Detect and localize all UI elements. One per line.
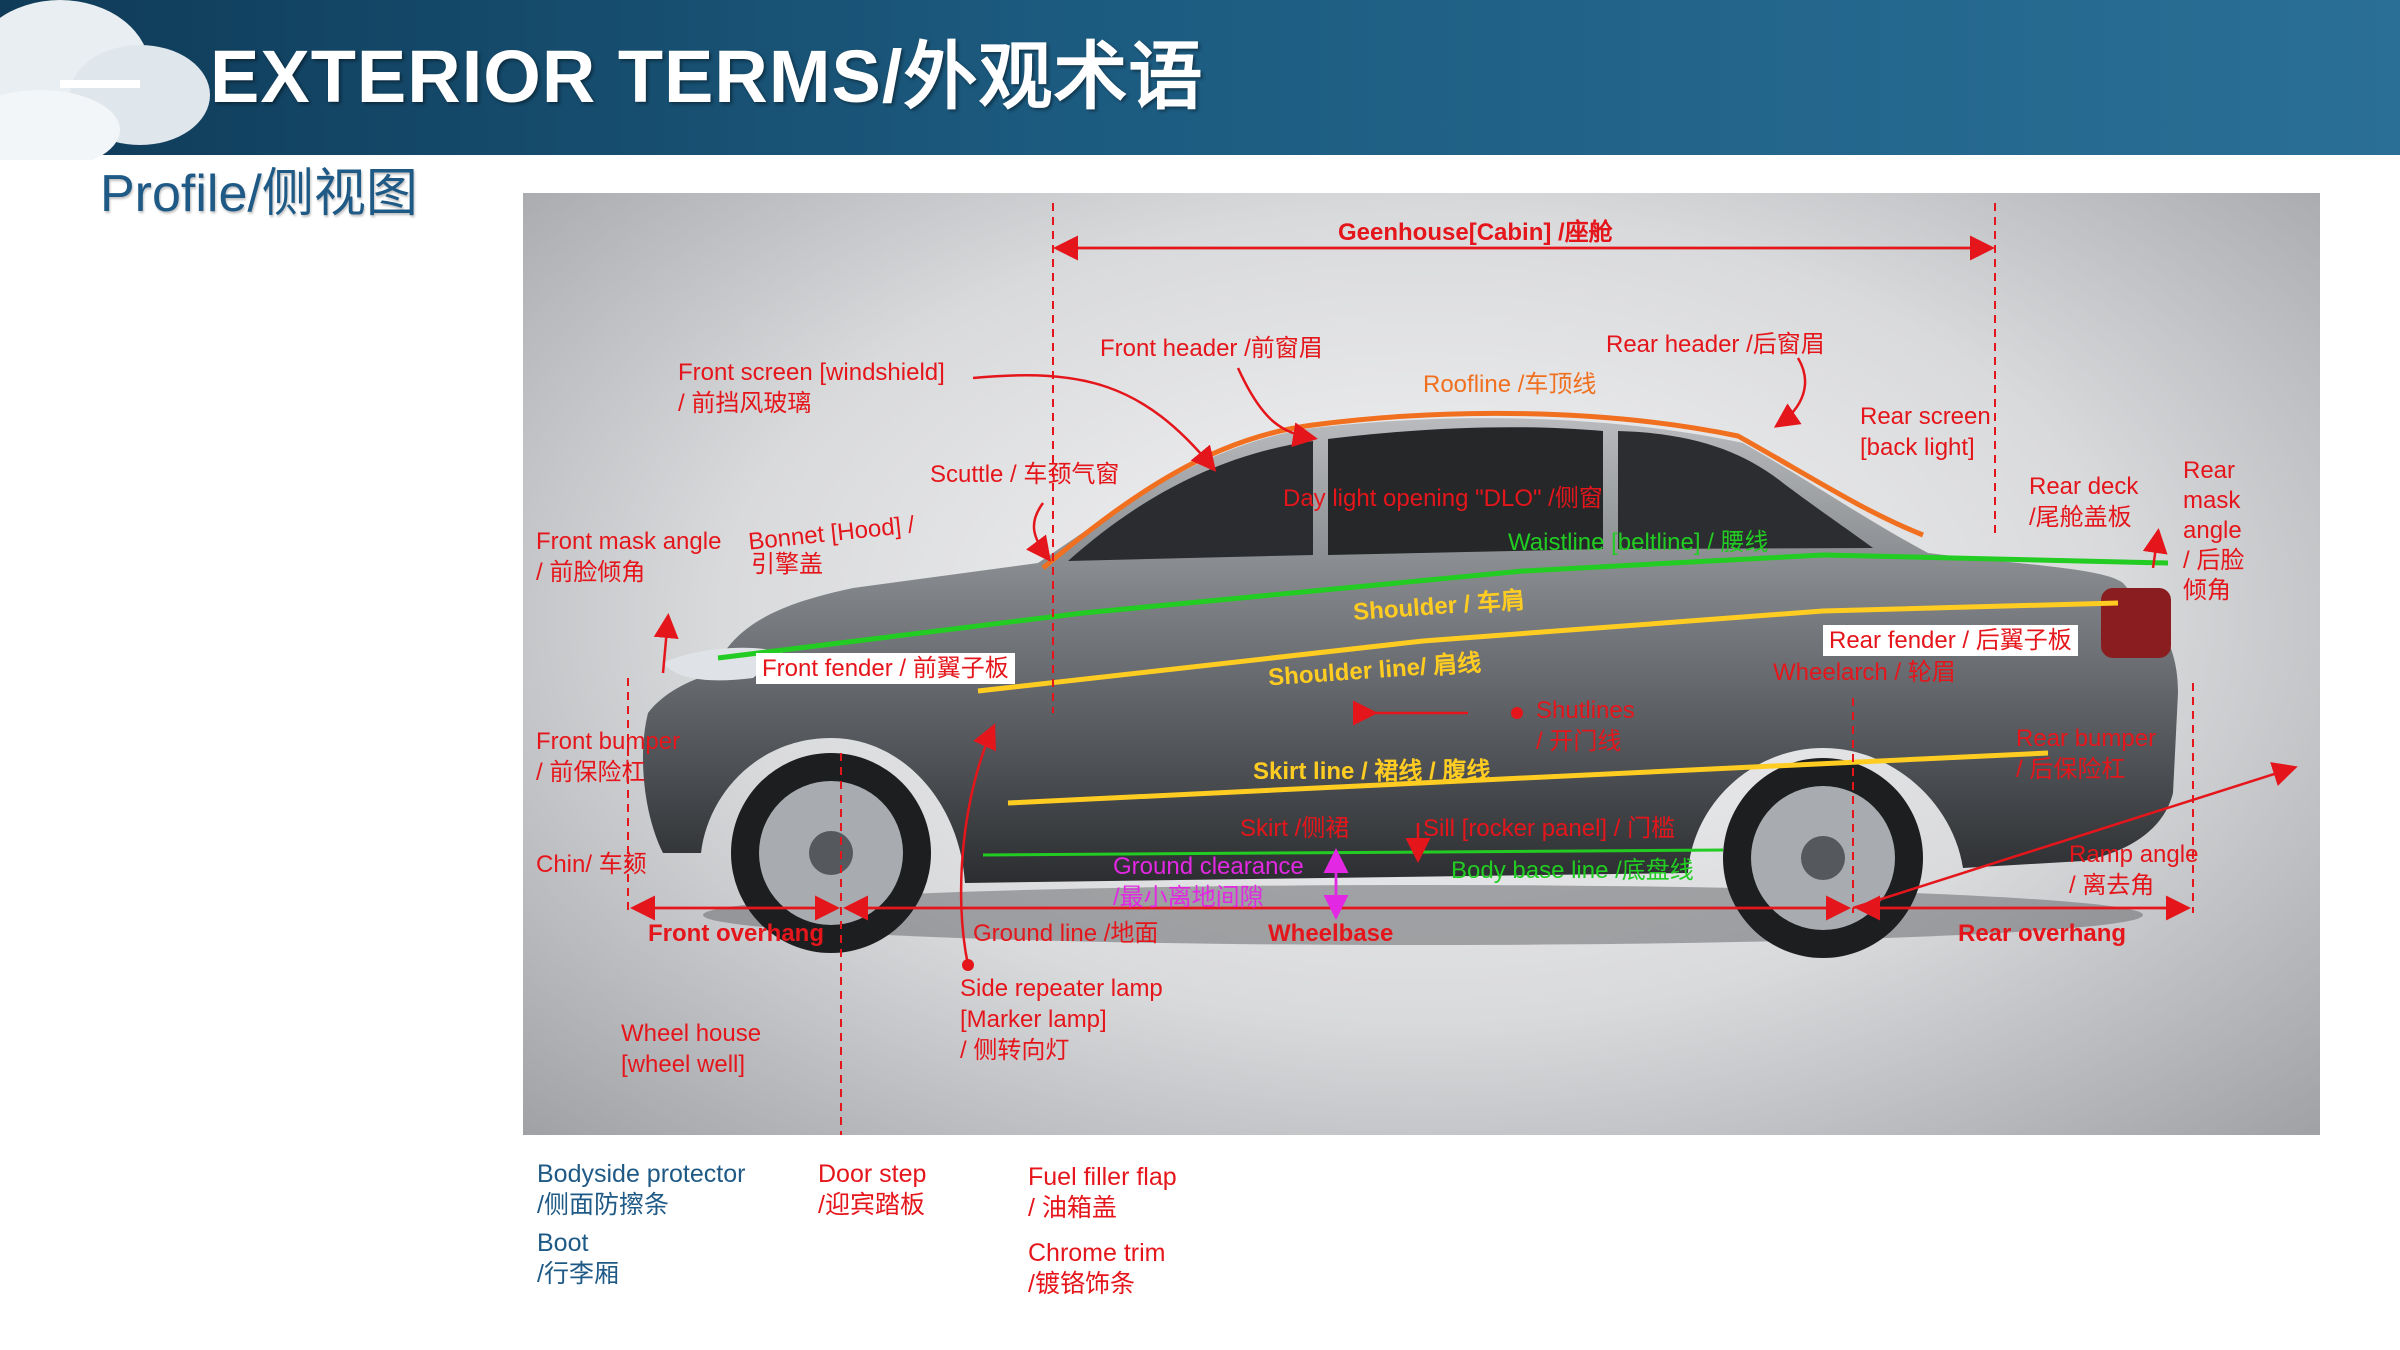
label-rear-mask-1: Rear xyxy=(2183,457,2236,484)
footer-door-step-1: Door step xyxy=(818,1160,927,1188)
label-front-overhang: Front overhang xyxy=(648,920,825,947)
label-side-repeater-2: [Marker lamp] xyxy=(960,1006,1107,1033)
footer-fuel-flap-1: Fuel filler flap xyxy=(1028,1163,1177,1191)
label-rear-header: Rear header /后窗眉 xyxy=(1606,331,1825,358)
front-header-arrow xyxy=(1236,367,1318,448)
label-front-screen-2: / 前挡风玻璃 xyxy=(678,390,812,417)
footer-bodyside-1: Bodyside protector xyxy=(537,1160,746,1188)
label-bonnet-2: 引擎盖 xyxy=(751,551,823,578)
label-front-fender: Front fender / 前翼子板 xyxy=(756,653,1015,684)
cloud-decoration-icon xyxy=(0,0,210,160)
label-rear-deck-1: Rear deck xyxy=(2029,473,2139,500)
label-wheelbase: Wheelbase xyxy=(1268,920,1394,947)
label-rear-bumper-1: Rear bumper xyxy=(2016,725,2157,752)
label-skirt: Skirt /侧裙 xyxy=(1240,815,1350,842)
label-front-mask-2: / 前脸倾角 xyxy=(536,559,646,586)
label-front-bumper-1: Front bumper xyxy=(536,728,681,755)
page-subtitle: Profile/侧视图 xyxy=(100,165,418,223)
label-scuttle: Scuttle / 车颈气窗 xyxy=(930,461,1120,488)
label-front-header: Front header /前窗眉 xyxy=(1100,335,1323,362)
label-ground-clearance-1: Ground clearance xyxy=(1113,853,1304,880)
front-screen-arrow xyxy=(972,374,1217,472)
label-body-base-line: Body base line /底盘线 xyxy=(1451,857,1694,884)
label-skirt-line: Skirt line / 裙线 / 腹线 xyxy=(1253,758,1491,785)
label-front-bumper-2: / 前保险杠 xyxy=(536,759,646,786)
footer-fuel-flap-2: / 油箱盖 xyxy=(1028,1194,1117,1222)
shoulder-line xyxy=(977,600,2119,694)
car-profile-diagram: Geenhouse[Cabin] /座舱 Front header /前窗眉 R… xyxy=(523,193,2320,1135)
label-greenhouse: Geenhouse[Cabin] /座舱 xyxy=(1338,219,1613,246)
scuttle-arrow xyxy=(1026,502,1051,563)
label-side-repeater-3: / 侧转向灯 xyxy=(960,1037,1070,1064)
label-rear-screen-1: Rear screen xyxy=(1860,403,1991,430)
label-wheel-house-2: [wheel well] xyxy=(621,1051,746,1078)
label-shutlines-1: Shutlines xyxy=(1536,697,1635,724)
label-wheelarch: Wheelarch / 轮眉 xyxy=(1773,659,1956,686)
label-rear-overhang: Rear overhang xyxy=(1958,920,2127,947)
label-ground-line: Ground line /地面 xyxy=(973,920,1159,947)
label-waistline: Waistline [beltline] / 腰线 xyxy=(1508,529,1769,556)
label-rear-bumper-2: / 后保险杠 xyxy=(2016,756,2126,783)
side-repeater-arrow xyxy=(959,723,996,966)
rear-door-window xyxy=(1618,431,1873,549)
front-door-window xyxy=(1328,427,1603,555)
label-wheel-house-1: Wheel house xyxy=(621,1020,762,1047)
label-rear-deck-2: /尾舱盖板 xyxy=(2029,504,2132,531)
footer-chrome-1: Chrome trim xyxy=(1028,1239,1166,1267)
label-rear-mask-5: 倾角 xyxy=(2183,577,2231,604)
label-chin: Chin/ 车颏 xyxy=(536,851,647,878)
label-sill: Sill [rocker panel] / 门槛 xyxy=(1423,815,1676,842)
label-rear-fender: Rear fender / 后翼子板 xyxy=(1823,625,2078,656)
front-window xyxy=(1068,441,1313,561)
label-front-mask-1: Front mask angle xyxy=(536,528,722,555)
footer-chrome-2: /镀铬饰条 xyxy=(1028,1270,1135,1298)
footer-boot-1: Boot xyxy=(537,1229,589,1257)
page-title: EXTERIOR TERMS/外观术语 xyxy=(210,35,1204,118)
label-rear-screen-2: [back light] xyxy=(1860,434,1975,461)
label-roofline: Roofline /车顶线 xyxy=(1423,371,1597,398)
skirt-line xyxy=(1007,750,2049,806)
waistline-curve xyxy=(717,552,2169,661)
tail-lamp xyxy=(2101,588,2171,658)
rear-header-arrow xyxy=(1773,357,1807,428)
rear-mask-arrow xyxy=(2142,528,2168,569)
label-dlo: Day light opening "DLO" /侧窗 xyxy=(1283,485,1603,512)
header-band xyxy=(0,0,2400,155)
label-side-repeater-1: Side repeater lamp xyxy=(960,975,1163,1002)
car-illustration xyxy=(627,203,2298,1135)
footer-door-step-2: /迎宾踏板 xyxy=(818,1191,925,1219)
body-base-line xyxy=(982,848,1724,857)
front-mask-arrow xyxy=(653,613,679,674)
label-ground-clearance-2: /最小离地间隙 xyxy=(1113,884,1264,911)
label-ramp-angle-2: / 离去角 xyxy=(2069,872,2155,899)
footer-boot-2: /行李厢 xyxy=(537,1260,619,1288)
label-rear-mask-4: / 后脸 xyxy=(2183,547,2245,574)
ramp-angle-line xyxy=(1852,762,2298,910)
label-rear-mask-2: mask xyxy=(2183,487,2241,514)
label-shutlines-2: / 开门线 xyxy=(1536,728,1622,755)
label-rear-mask-3: angle xyxy=(2183,517,2242,544)
label-front-screen-1: Front screen [windshield] xyxy=(678,359,945,386)
label-ramp-angle-1: Ramp angle xyxy=(2069,841,2199,868)
footer-bodyside-2: /侧面防擦条 xyxy=(537,1191,669,1219)
roofline-curve xyxy=(1041,410,1924,570)
